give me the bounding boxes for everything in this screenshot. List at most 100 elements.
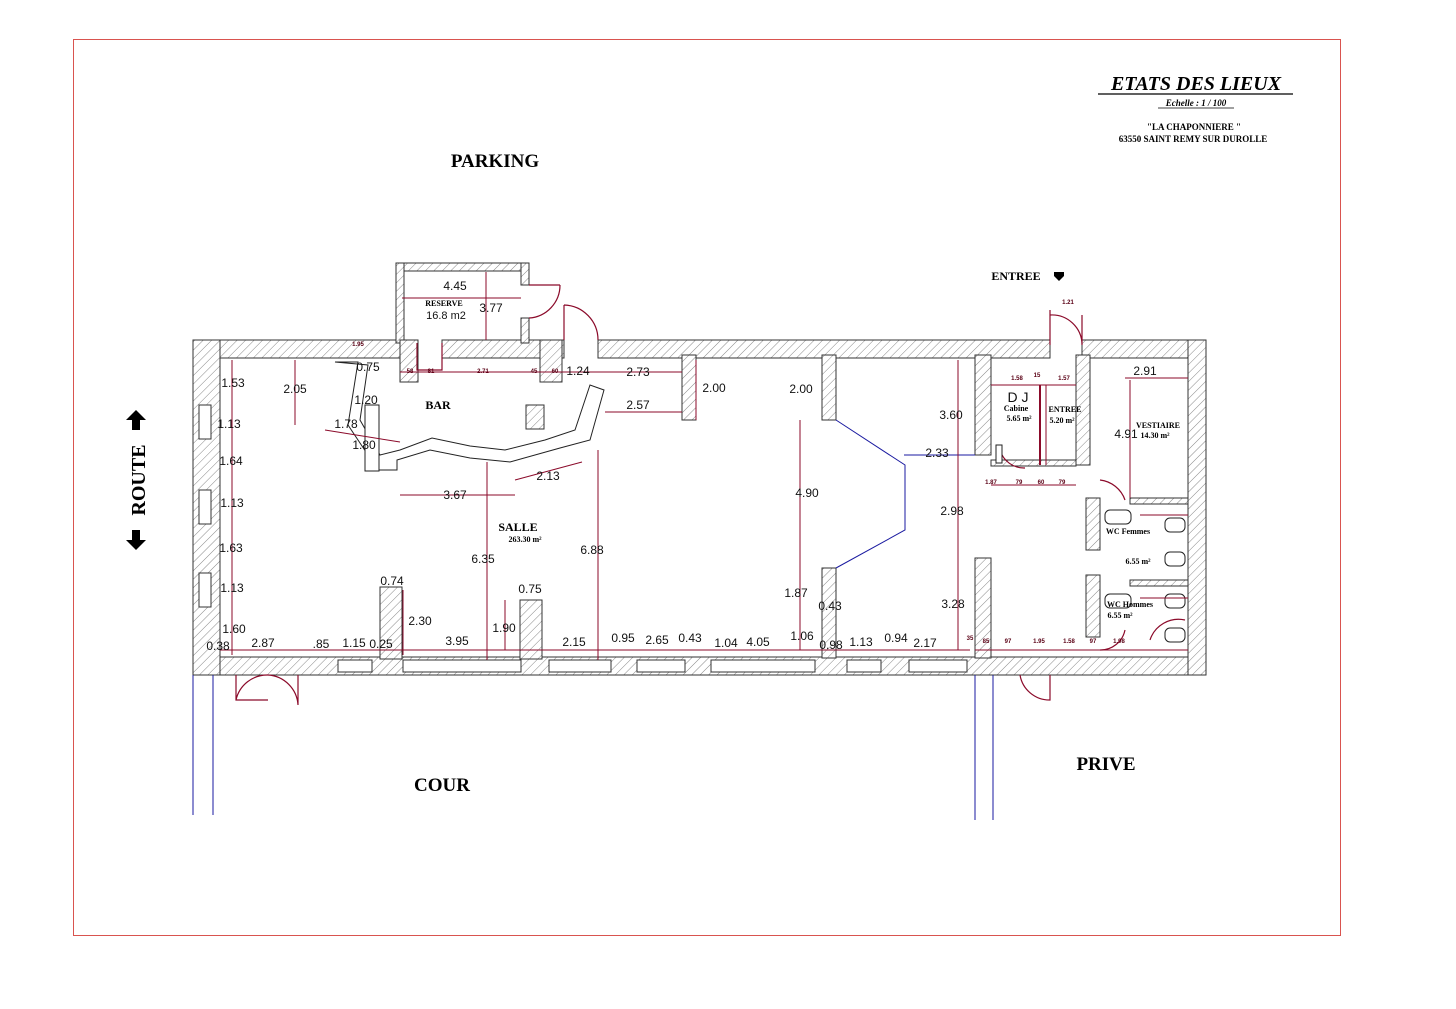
- tiny-dim: 1.58: [1011, 376, 1023, 382]
- doors: [235, 284, 1186, 706]
- tiny-dim: 85: [983, 639, 990, 645]
- label-parking: PARKING: [451, 151, 540, 172]
- dim-label: 4.45: [443, 279, 467, 293]
- room-wc-femmes-area: 6.55 m²: [1125, 557, 1151, 566]
- dim-label: 2.87: [251, 636, 275, 650]
- label-route-group: ROUTE: [128, 444, 150, 515]
- room-vestiaire-area: 14.30 m²: [1140, 431, 1170, 440]
- dim-label: 0.25: [369, 637, 393, 651]
- dim-label: 2.91: [1133, 364, 1157, 378]
- left-windows: [198, 404, 212, 608]
- page-frame: [73, 39, 1341, 936]
- room-bar-name: BAR: [425, 398, 451, 412]
- place-address: 63550 SAINT REMY SUR DUROLLE: [1119, 134, 1268, 144]
- exterior-walls: [192, 262, 1207, 676]
- room-wc-hommes-name: WC Hommes: [1107, 600, 1153, 609]
- room-reserve-area: 16.8 m2: [426, 310, 466, 322]
- dim-label: 4.05: [746, 635, 770, 649]
- room-salle-name: SALLE: [498, 520, 537, 534]
- room-cabine-area: 5.65 m²: [1006, 414, 1032, 423]
- dim-label: 3.60: [939, 408, 963, 422]
- tiny-dim: 35: [967, 636, 974, 642]
- dim-label: 2.15: [562, 635, 586, 649]
- tiny-dim: 58: [407, 369, 414, 375]
- dim-label: 2.98: [940, 504, 964, 518]
- tiny-dim: 60: [552, 369, 559, 375]
- dimension-lines: [220, 272, 1188, 660]
- dimension-labels: 4.45 3.77 1.53 1.13 1.64 1.13 1.63 1.13 …: [206, 279, 1157, 653]
- dim-label: 0.38: [206, 639, 230, 653]
- tiny-dim: 45: [531, 369, 538, 375]
- label-cour: COUR: [414, 775, 470, 796]
- dim-label: 4.91: [1114, 427, 1138, 441]
- dim-label: 3.28: [941, 597, 965, 611]
- label-entree-outside: ENTREE: [991, 269, 1040, 283]
- arrow-down-icon: [126, 530, 146, 550]
- tiny-dim: 79: [1016, 480, 1023, 486]
- dim-label: 1.06: [790, 629, 814, 643]
- dim-label: 2.05: [283, 382, 307, 396]
- tiny-dim: 97: [1005, 639, 1012, 645]
- dim-label: 3.77: [479, 301, 503, 315]
- dim-label: 1.13: [220, 581, 244, 595]
- dim-label: 6.35: [471, 552, 495, 566]
- dim-label: 1.53: [221, 376, 245, 390]
- tiny-dim: 1.95: [352, 342, 364, 348]
- dim-label: 0.75: [518, 582, 542, 596]
- dim-label: 1.04: [714, 636, 738, 650]
- dim-label: 1.15: [342, 636, 366, 650]
- dim-label: 2.13: [536, 469, 560, 483]
- tiny-dimension-labels: 1.95 58 81 2.71 45 60 1.21 1.58 15 1.57 …: [352, 300, 1125, 645]
- dim-label: 1.13: [849, 635, 873, 649]
- tiny-dim: 1.57: [1058, 376, 1070, 382]
- dim-label: 1.20: [354, 393, 378, 407]
- room-vestiaire-name: VESTIAIRE: [1136, 421, 1180, 430]
- arrow-down-icon: [1054, 272, 1064, 281]
- tiny-dim: 1.98: [1113, 639, 1125, 645]
- room-cabine-name: Cabine: [1004, 404, 1029, 413]
- dim-label: 0.75: [356, 360, 380, 374]
- bar-counter: [334, 361, 605, 472]
- tiny-dim: 1.58: [1063, 639, 1075, 645]
- label-route: ROUTE: [128, 444, 150, 515]
- dim-label: 6.88: [580, 543, 604, 557]
- tiny-dim: 1.87: [985, 480, 997, 486]
- tiny-dim: 97: [1090, 639, 1097, 645]
- wc-fixtures: [1104, 509, 1188, 643]
- dim-label: 1.60: [222, 622, 246, 636]
- dim-label: 1.87: [784, 586, 808, 600]
- dim-label: 1.24: [566, 364, 590, 378]
- dim-label: 0.43: [818, 599, 842, 613]
- room-wc-hommes-area: 6.55 m²: [1107, 611, 1133, 620]
- tiny-dim: 1.95: [1033, 639, 1045, 645]
- bottom-windows: [337, 659, 968, 673]
- dim-label: 1.90: [492, 621, 516, 635]
- dim-label: 1.63: [219, 541, 243, 555]
- dim-label: 2.33: [925, 446, 949, 460]
- room-wc-femmes-name: WC Femmes: [1106, 527, 1150, 536]
- dim-label: 0.95: [611, 631, 635, 645]
- dim-label: 2.57: [626, 398, 650, 412]
- tiny-dim: 2.71: [477, 369, 489, 375]
- room-dj-name: D J: [1008, 389, 1029, 405]
- dj-entrance-partitions: [991, 384, 1076, 465]
- dim-label: .85: [313, 637, 330, 651]
- room-reserve-name: RESERVE: [425, 299, 463, 308]
- arrow-up-icon: [126, 410, 146, 430]
- dim-label: 0.94: [884, 631, 908, 645]
- room-entree-name: ENTREE: [1049, 405, 1082, 414]
- tiny-dim: 60: [1038, 480, 1045, 486]
- dim-label: 0.98: [819, 638, 843, 652]
- tiny-dim: 81: [428, 369, 435, 375]
- dim-label: 1.80: [352, 438, 376, 452]
- dim-label: 4.90: [795, 486, 819, 500]
- dim-label: 2.00: [789, 382, 813, 396]
- place-name: "LA CHAPONNIERE ": [1147, 122, 1241, 132]
- room-entree-area: 5.20 m²: [1049, 416, 1075, 425]
- plan-scale: Echelle : 1 / 100: [1165, 98, 1227, 108]
- interior-walls: [379, 339, 1189, 660]
- dim-label: 0.74: [380, 574, 404, 588]
- tiny-dim: 1.21: [1062, 300, 1074, 306]
- tiny-dim: 79: [1059, 480, 1066, 486]
